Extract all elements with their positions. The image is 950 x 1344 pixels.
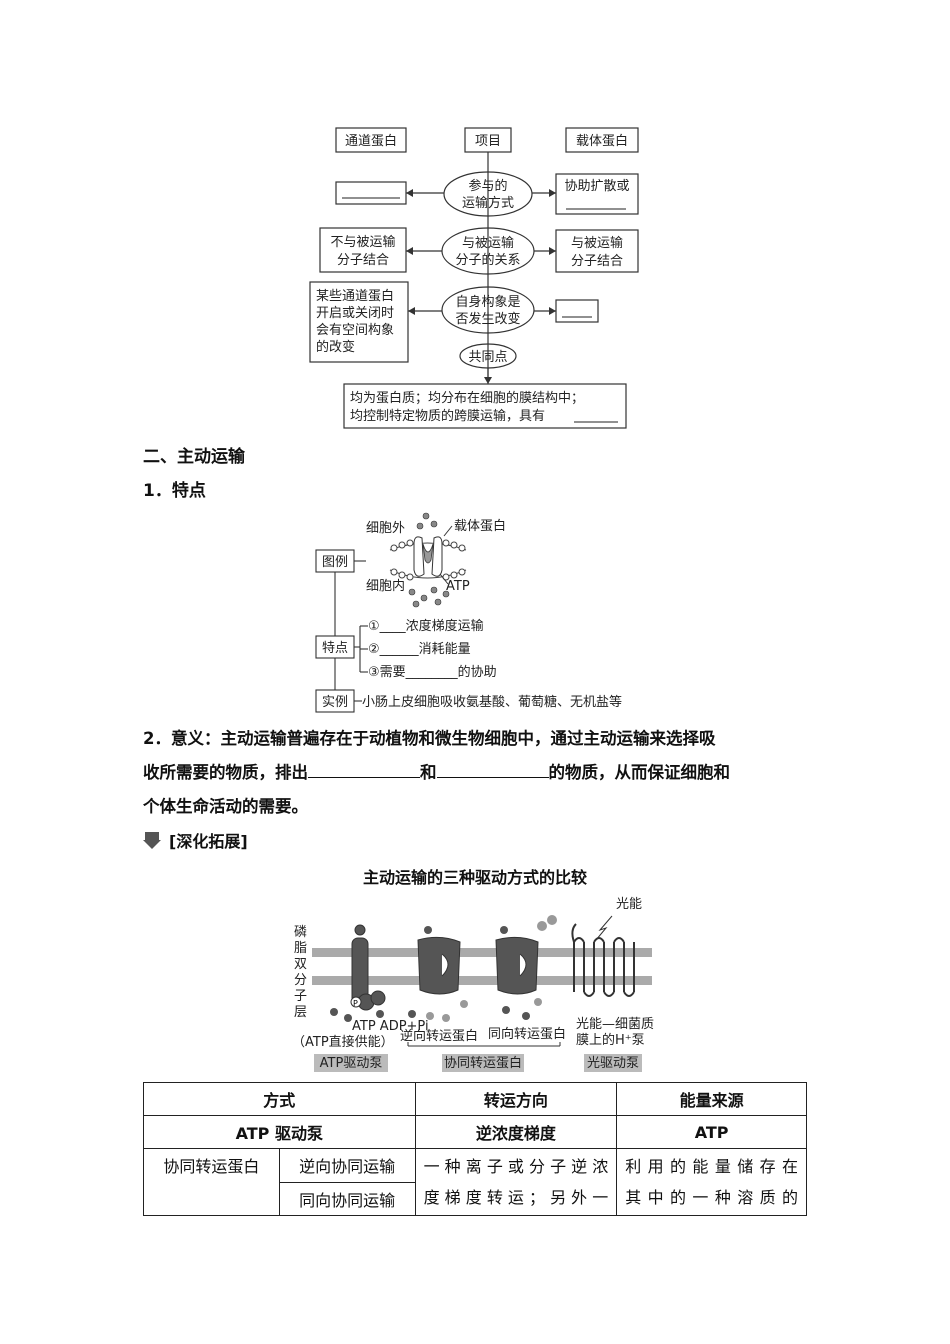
- box-carrier-protein: [565, 127, 639, 153]
- svg-text:分子的关系: 分子的关系: [455, 252, 520, 268]
- symporter: [495, 936, 539, 995]
- svg-text:与被运输: 与被运输: [571, 235, 623, 251]
- svg-text:光能: 光能: [616, 897, 642, 912]
- svg-text:脂: 脂: [294, 941, 307, 956]
- carrier-protein-shape: [413, 536, 443, 577]
- svg-text:细胞内: 细胞内: [366, 578, 405, 594]
- svg-text:小肠上皮细胞吸收氨基酸、葡萄糖、无机盐等: 小肠上皮细胞吸收氨基酸、葡萄糖、无机盐等: [362, 694, 622, 710]
- svg-text:协助扩散或: 协助扩散或: [564, 179, 629, 194]
- svg-text:开启或关闭时: 开启或关闭时: [316, 306, 394, 321]
- svg-text:分子结合: 分子结合: [571, 254, 623, 269]
- svg-text:与被运输: 与被运输: [462, 235, 514, 251]
- tag-light-pump: 光驱动泵: [587, 1056, 639, 1071]
- svg-text:否发生改变: 否发生改变: [455, 311, 520, 327]
- table-row: 协同转运蛋白 逆向协同运输 一种离子或分子逆浓度梯度转运；另外一 利用的能量储存…: [143, 1148, 807, 1216]
- table-row: ATP 驱动泵 逆浓度梯度 ATP: [143, 1115, 807, 1149]
- svg-text:膜上的H⁺泵: 膜上的H⁺泵: [576, 1032, 645, 1048]
- figure-title: 主动运输的三种驱动方式的比较: [362, 868, 587, 887]
- down-arrow-icon: [143, 832, 161, 849]
- table-header-row: 方式 转运方向 能量来源: [143, 1082, 807, 1116]
- table-row: 同向协同运输: [144, 1181, 807, 1216]
- tag-cotransport: 协同转运蛋白: [444, 1055, 522, 1071]
- svg-text:P: P: [353, 999, 358, 1008]
- svg-text:均为蛋白质；均分布在细胞的膜结构中；: 均为蛋白质；均分布在细胞的膜结构中；: [350, 390, 584, 406]
- svg-text:（ATP直接供能）: （ATP直接供能）: [292, 1034, 394, 1050]
- antiporter: [417, 936, 461, 995]
- atp-pump: [351, 924, 386, 1011]
- svg-text:自身构象是: 自身构象是: [455, 294, 520, 310]
- tag-atp-pump: ATP驱动泵: [320, 1056, 383, 1071]
- svg-text:光能—细菌质: 光能—细菌质: [576, 1017, 654, 1032]
- svg-text:不与被运输: 不与被运输: [330, 234, 395, 250]
- header-energy: 能量来源: [616, 1082, 807, 1116]
- svg-text:同向转运蛋白: 同向转运蛋白: [488, 1026, 566, 1042]
- comparison-table: 方式 转运方向 能量来源 ATP 驱动泵 逆浓度梯度 ATP 协同转运蛋白 逆向…: [143, 1082, 807, 1216]
- header-direction: 转运方向: [414, 1082, 618, 1116]
- svg-text:逆向转运蛋白: 逆向转运蛋白: [400, 1028, 478, 1044]
- svg-text:层: 层: [294, 1005, 307, 1020]
- svg-text:子: 子: [294, 989, 307, 1004]
- svg-text:③需要________的协助: ③需要________的协助: [368, 664, 497, 680]
- svg-text:参与的: 参与的: [468, 178, 507, 194]
- deepen-section: [深化拓展]: [143, 828, 248, 852]
- svg-text:①____浓度梯度运输: ①____浓度梯度运输: [368, 618, 484, 634]
- svg-text:会有空间构象: 会有空间构象: [316, 323, 394, 338]
- svg-text:均控制特定物质的跨膜运输，具有: 均控制特定物质的跨膜运输，具有: [350, 408, 545, 424]
- comparison-diagram: 通道蛋白 项目 载体蛋白 参与的 运输方式 协助扩散或 与被运输 分子的关系 不…: [309, 127, 639, 429]
- svg-text:磷: 磷: [294, 925, 307, 940]
- svg-text:②______消耗能量: ②______消耗能量: [368, 642, 471, 657]
- light-driven-pump: [571, 923, 635, 997]
- svg-text:ATP ADP+Pi: ATP ADP+Pi: [352, 1019, 429, 1034]
- svg-text:细胞外: 细胞外: [366, 521, 405, 536]
- svg-text:某些通道蛋白: 某些通道蛋白: [316, 288, 394, 304]
- svg-text:实例: 实例: [322, 695, 348, 710]
- meaning-paragraph: 2．意义：主动运输普遍存在于动植物和微生物细胞中，通过主动运输来选择吸 收所需要…: [143, 729, 730, 816]
- svg-text:载体蛋白: 载体蛋白: [454, 518, 506, 534]
- label-item: 项目: [475, 134, 501, 149]
- svg-text:双: 双: [294, 957, 307, 972]
- blank-2: [436, 761, 549, 778]
- box-channel-protein: [335, 127, 407, 153]
- sub-heading-features: 1．特点: [143, 481, 206, 501]
- svg-text:分: 分: [294, 973, 307, 988]
- features-diagram: 图例 特点 实例 细胞外 载体蛋白 细胞内 ATP ①____浓度梯度运输 ②_…: [315, 512, 622, 713]
- svg-text:共同点: 共同点: [468, 350, 507, 365]
- header-method: 方式: [143, 1082, 416, 1116]
- svg-text:图例: 图例: [322, 555, 348, 570]
- blank-1: [308, 761, 420, 778]
- svg-text:运输方式: 运输方式: [462, 195, 514, 211]
- label-carrier-protein: 载体蛋白: [576, 133, 628, 149]
- svg-text:ATP: ATP: [446, 579, 470, 594]
- svg-text:分子结合: 分子结合: [337, 253, 389, 268]
- svg-text:特点: 特点: [322, 641, 348, 656]
- svg-text:的改变: 的改变: [316, 339, 355, 355]
- section-heading: 二、主动运输: [143, 447, 245, 467]
- label-channel-protein: 通道蛋白: [345, 133, 397, 149]
- drive-mechanisms-figure: 磷 脂 双 分 子 层 P 光能 ATP ADP+Pi （ATP直接供能） 逆向…: [292, 897, 654, 1072]
